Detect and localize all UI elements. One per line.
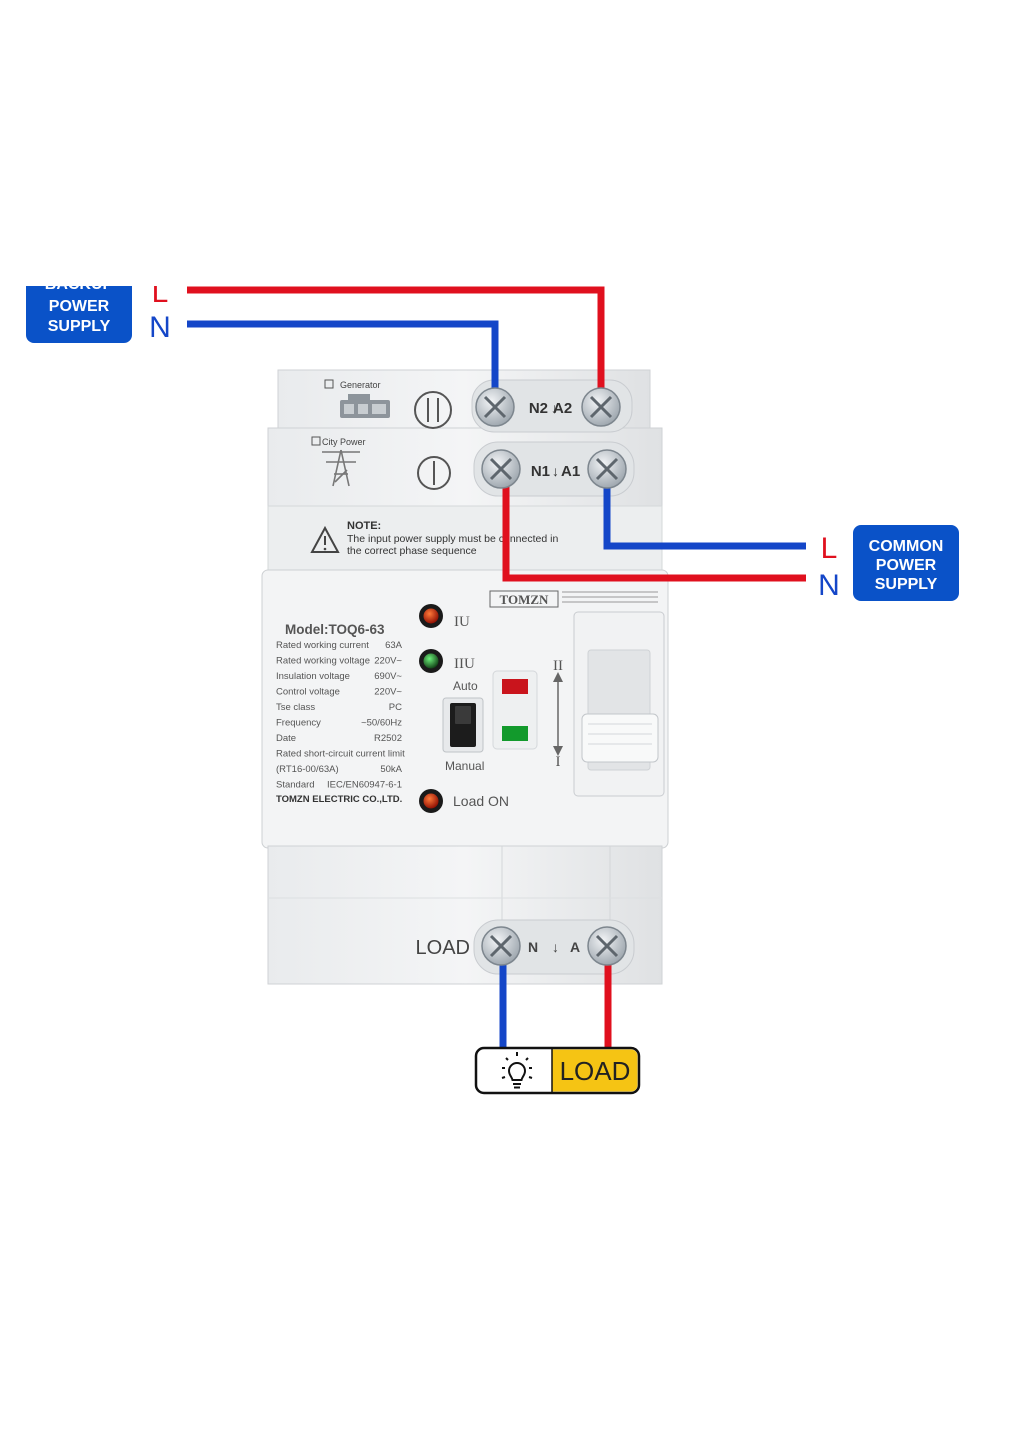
n1-a1-arrow: ↓ xyxy=(552,463,559,479)
a2-terminal-label: A2 xyxy=(553,400,572,417)
common-power-badge: COMMON POWER SUPPLY xyxy=(853,525,959,601)
spec-value: 50kA xyxy=(380,764,402,775)
generator-icon xyxy=(340,394,390,418)
brand-badge: TOMZN xyxy=(489,590,658,608)
backup-neutral-wire xyxy=(187,320,499,406)
n2-terminal-label: N2 xyxy=(529,400,548,417)
load-a-label: A xyxy=(570,939,580,955)
auto-label: Auto xyxy=(453,679,478,693)
spec-value: ~50/60Hz xyxy=(361,718,402,729)
indicator-load-on: Load ON xyxy=(419,789,509,813)
city-switch-symbol xyxy=(417,456,451,490)
green-led-icon xyxy=(423,653,439,669)
note-strip xyxy=(267,505,663,573)
spec-label: Rated working voltage xyxy=(276,656,370,667)
note-line-1: The input power supply must be connected… xyxy=(347,533,558,545)
manufacturer-label: TOMZN ELECTRIC CO.,LTD. xyxy=(276,794,402,805)
city-power-label: City Power xyxy=(322,437,366,447)
lever-top-label: II xyxy=(553,658,563,674)
spec-label: Frequency xyxy=(276,718,321,729)
spec-label: Date xyxy=(276,733,296,744)
load-box-label: LOAD xyxy=(560,1056,631,1086)
n1-terminal-label: N1 xyxy=(531,463,550,480)
status-windows xyxy=(492,670,538,750)
common-label-line-1: COMMON xyxy=(869,538,944,555)
green-status-window xyxy=(502,726,528,741)
spec-value: IEC/EN60947-6-1 xyxy=(327,780,402,791)
load-box: LOAD xyxy=(474,1046,641,1095)
screw-n2-icon[interactable] xyxy=(475,387,515,427)
generator-label: Generator xyxy=(340,380,381,390)
common-line-wire xyxy=(603,470,806,550)
spec-label: Insulation voltage xyxy=(276,671,350,682)
spec-value: R2502 xyxy=(374,733,402,744)
generator-row: Generator N2 ↓ A2 xyxy=(324,379,572,429)
manual-label: Manual xyxy=(445,759,484,773)
model-label: Model:TOQ6-63 xyxy=(285,622,385,637)
indicator-iiu-label: IIU xyxy=(454,656,475,672)
screw-a2-icon[interactable] xyxy=(581,387,621,427)
spec-value: 220V~ xyxy=(374,687,402,698)
backup-label-line-3: SUPPLY xyxy=(48,318,111,335)
spec-label: Rated working current xyxy=(276,640,369,651)
indicator-iu-label: IU xyxy=(454,614,470,630)
common-label-line-2: POWER xyxy=(876,557,937,574)
spec-value: PC xyxy=(389,702,402,713)
spec-label: Standard xyxy=(276,780,315,791)
brand-name: TOMZN xyxy=(500,592,549,607)
switch-lever[interactable] xyxy=(573,611,665,797)
load-n-label: N xyxy=(528,939,538,955)
load-terminal-label: LOAD xyxy=(416,937,470,959)
indicator-iiu: IIU xyxy=(419,649,475,673)
backup-label-line-2: POWER xyxy=(49,298,110,315)
indicator-iu: IU xyxy=(419,604,470,630)
load-arrow: ↓ xyxy=(552,939,559,955)
lever-scale: II I xyxy=(553,658,563,770)
a1-terminal-label: A1 xyxy=(561,463,580,480)
spec-label: (RT16-00/63A) xyxy=(276,764,339,775)
generator-switch-symbol xyxy=(414,391,452,429)
n2-a2-arrow: ↓ xyxy=(551,400,558,416)
red-led-icon xyxy=(423,608,439,624)
spec-value: 690V~ xyxy=(374,671,402,682)
mode-selector[interactable] xyxy=(442,697,484,753)
warning-icon xyxy=(310,525,340,553)
common-neutral-label: N xyxy=(818,569,840,602)
screw-a1-icon[interactable] xyxy=(587,449,627,489)
spec-value: 220V~ xyxy=(374,656,402,667)
backup-neutral-label: N xyxy=(149,311,171,344)
red-led-icon xyxy=(423,793,439,809)
red-status-window xyxy=(502,679,528,694)
screw-load-a-icon[interactable] xyxy=(587,926,627,966)
backup-line-wire xyxy=(187,286,605,406)
common-neutral-wire xyxy=(502,470,806,582)
spec-table: Rated working current 63A Rated working vo… xyxy=(276,640,405,791)
note-line-2: the correct phase sequence xyxy=(347,545,477,557)
lever-bottom-label: I xyxy=(556,754,561,770)
city-power-row: City Power N1 ↓ A1 xyxy=(311,436,580,490)
common-line-label: L xyxy=(821,532,838,565)
load-on-label: Load ON xyxy=(453,793,509,809)
power-tower-icon xyxy=(322,449,360,487)
spec-label: Tse class xyxy=(276,702,315,713)
spec-value: 63A xyxy=(385,640,403,651)
light-bulb-icon xyxy=(501,1052,533,1089)
spec-label: Rated short-circuit current limit xyxy=(276,749,405,760)
screw-n1-icon[interactable] xyxy=(481,449,521,489)
terminal-screws xyxy=(475,387,627,966)
note-title: NOTE: xyxy=(347,520,381,532)
spec-label: Control voltage xyxy=(276,687,340,698)
common-label-line-3: SUPPLY xyxy=(875,576,938,593)
screw-load-n-icon[interactable] xyxy=(481,926,521,966)
